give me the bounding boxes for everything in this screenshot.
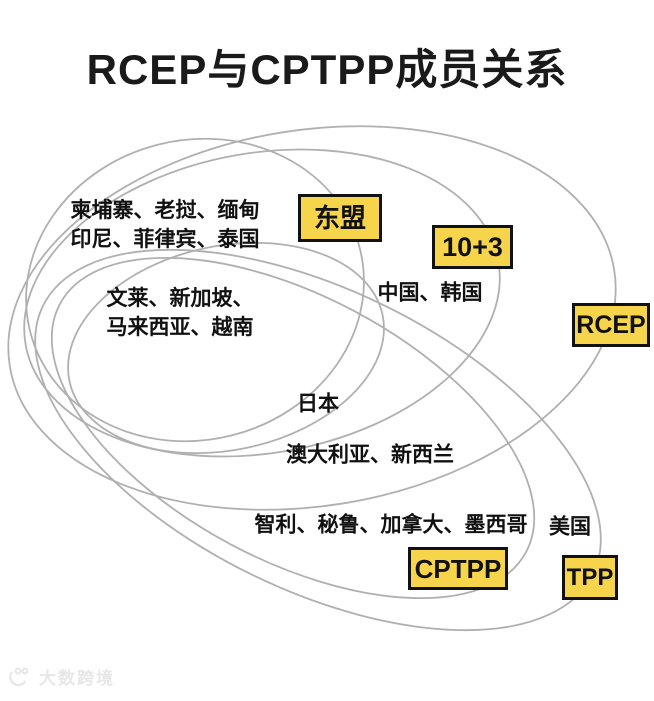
group-asean-cptpp-line1: 文莱、新加坡、 — [106, 287, 254, 310]
watermark-logo-icon — [9, 666, 29, 686]
group-asean-cptpp: 文莱、新加坡、 马来西亚、越南 — [107, 284, 254, 342]
label-box-cptpp: CPTPP — [408, 547, 508, 590]
group-usa: 美国 — [549, 515, 591, 539]
group-asean-only-line2: 印尼、菲律宾、泰国 — [70, 228, 260, 251]
group-asean-cptpp-line2: 马来西亚、越南 — [106, 316, 254, 339]
ellipse-rcep — [7, 125, 617, 511]
ellipse-asean-cptpp — [67, 241, 385, 455]
group-asean-only: 柬埔寨、老挝、缅甸 印尼、菲律宾、泰国 — [71, 196, 260, 254]
group-china-korea: 中国、韩国 — [377, 281, 483, 305]
page-title: RCEP与CPTPP成员关系 — [86, 46, 568, 93]
label-box-asean: 东盟 — [298, 194, 382, 242]
ellipse-cptpp — [50, 256, 536, 600]
label-box-10plus3: 10+3 — [432, 225, 513, 269]
group-asean-only-line1: 柬埔寨、老挝、缅甸 — [70, 199, 260, 222]
watermark: 大数跨境 — [8, 664, 115, 689]
group-americas: 智利、秘鲁、加拿大、墨西哥 — [254, 513, 528, 537]
label-box-rcep: RCEP — [572, 303, 650, 347]
label-box-tpp: TPP — [562, 555, 618, 600]
ellipse-asean — [25, 137, 365, 443]
watermark-text: 大数跨境 — [39, 669, 115, 688]
group-japan: 日本 — [297, 392, 339, 416]
group-australia-nz: 澳大利亚、新西兰 — [286, 443, 454, 467]
